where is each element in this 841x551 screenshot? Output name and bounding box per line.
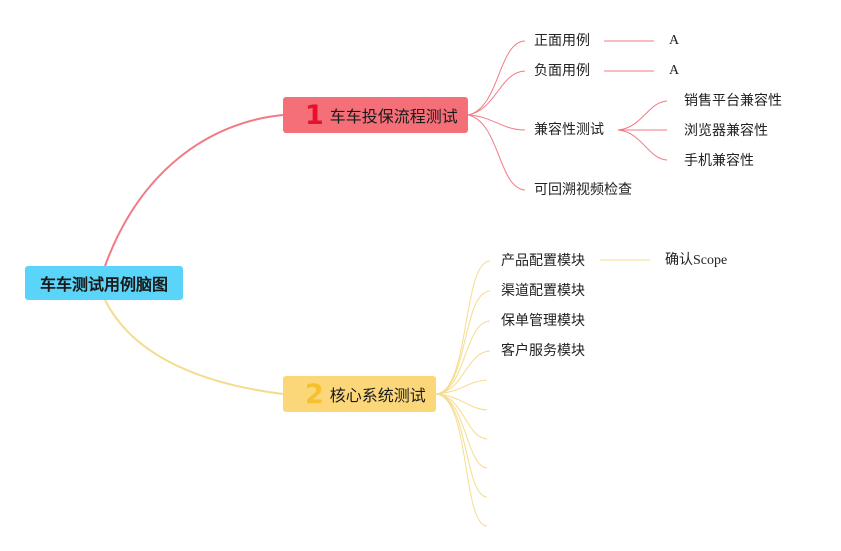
connector-root-branch-2: [104, 299, 284, 395]
connector-b1-negative: [467, 70, 526, 116]
topic-sales-platform-compat[interactable]: 销售平台兼容性: [684, 91, 782, 111]
branch-number-2: 2: [305, 378, 324, 410]
connector-compat-sales: [617, 100, 668, 131]
topic-customer-service-module-label: 客户服务模块: [501, 343, 585, 359]
connector-b1-positive: [467, 40, 526, 116]
topic-policy-management-module-label: 保单管理模块: [501, 313, 585, 329]
topic-video-traceback-check[interactable]: 可回溯视频检查: [534, 180, 632, 200]
topic-confirm-scope-label: 确认Scope: [665, 253, 728, 268]
topic-video-traceback-check-label: 可回溯视频检查: [534, 182, 632, 198]
connector-compat-phone: [617, 129, 668, 161]
connector-root-branch-1: [104, 114, 284, 267]
topic-negative-cases[interactable]: 负面用例: [534, 61, 590, 81]
topic-browser-compat[interactable]: 浏览器兼容性: [684, 121, 768, 141]
topic-customer-service-module[interactable]: 客户服务模块: [501, 341, 585, 361]
topic-phone-compat-label: 手机兼容性: [684, 153, 754, 169]
topic-negative-a[interactable]: A: [669, 61, 679, 81]
topic-confirm-scope[interactable]: 确认Scope: [665, 251, 727, 271]
topic-sales-platform-compat-label: 销售平台兼容性: [684, 93, 782, 109]
connector-b1-video: [467, 114, 526, 191]
topic-browser-compat-label: 浏览器兼容性: [684, 123, 768, 139]
branch-node-1[interactable]: 1 车车投保流程测试: [283, 97, 468, 133]
connector-b2-policy: [435, 320, 491, 395]
connector-b2-blank-1: [435, 379, 488, 395]
topic-positive-cases-label: 正面用例: [534, 33, 590, 49]
topic-phone-compat[interactable]: 手机兼容性: [684, 151, 754, 171]
connector-b2-customer: [435, 350, 491, 395]
connector-b1-compat: [467, 114, 526, 131]
connector-b2-product: [435, 260, 491, 395]
topic-negative-cases-label: 负面用例: [534, 63, 590, 79]
topic-positive-cases[interactable]: 正面用例: [534, 31, 590, 51]
connector-b2-blank-6: [435, 393, 488, 527]
branch-label-1: 车车投保流程测试: [329, 107, 458, 126]
topic-product-config-module[interactable]: 产品配置模块: [501, 251, 585, 271]
connector-b2-blank-3: [435, 393, 488, 440]
topic-compatibility-test-label: 兼容性测试: [534, 122, 604, 138]
topic-product-config-module-label: 产品配置模块: [501, 253, 585, 269]
topic-channel-config-module[interactable]: 渠道配置模块: [501, 281, 585, 301]
branch-number-1: 1: [305, 99, 324, 131]
topic-positive-a[interactable]: A: [669, 31, 679, 51]
topic-positive-a-label: A: [669, 33, 680, 48]
connector-b2-channel: [435, 290, 491, 395]
branch-label-2: 核心系统测试: [329, 386, 426, 405]
topic-policy-management-module[interactable]: 保单管理模块: [501, 311, 585, 331]
topic-negative-a-label: A: [669, 63, 680, 78]
root-node[interactable]: 车车测试用例脑图: [25, 266, 183, 300]
topic-channel-config-module-label: 渠道配置模块: [501, 283, 585, 299]
topic-compatibility-test[interactable]: 兼容性测试: [534, 120, 604, 140]
root-label: 车车测试用例脑图: [39, 275, 168, 294]
connector-b2-blank-5: [435, 393, 488, 498]
branch-node-2[interactable]: 2 核心系统测试: [283, 376, 436, 412]
